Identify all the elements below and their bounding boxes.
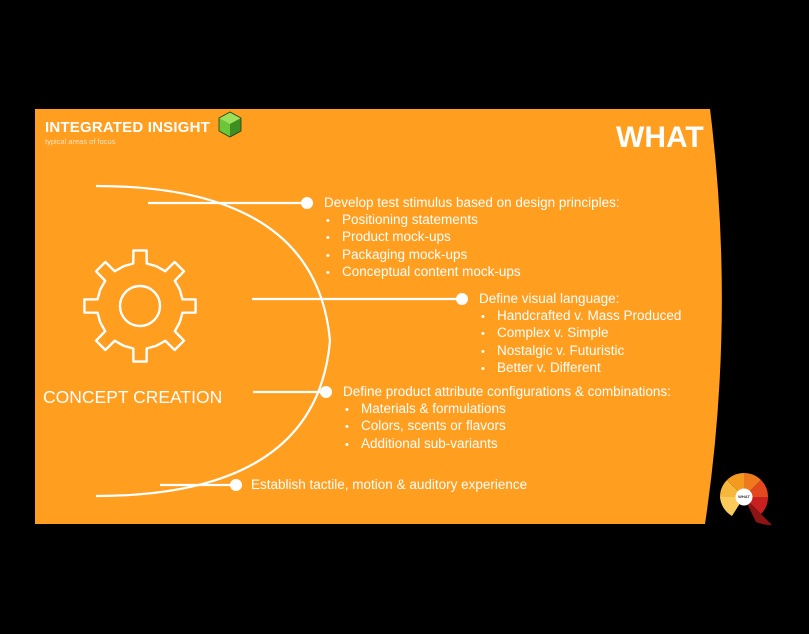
bullet-list: Handcrafted v. Mass Produced Complex v. … <box>479 308 681 378</box>
gear-icon <box>83 249 197 363</box>
focus-item-heading: Develop test stimulus based on design pr… <box>324 195 620 210</box>
focus-item-experience: Establish tactile, motion & auditory exp… <box>251 477 527 494</box>
bullet-item: Handcrafted v. Mass Produced <box>481 308 681 326</box>
bullet-item: Complex v. Simple <box>481 325 681 343</box>
connector-dot-4 <box>230 479 242 491</box>
bullet-list: Positioning statements Product mock-ups … <box>324 212 620 282</box>
focus-item-attributes: Define product attribute configurations … <box>343 384 671 453</box>
connector-dot-3 <box>320 386 332 398</box>
bullet-item: Product mock-ups <box>326 229 620 247</box>
bullet-item: Conceptual content mock-ups <box>326 264 620 282</box>
green-cube-icon <box>218 111 242 138</box>
focus-item-heading: Define product attribute configurations … <box>343 384 671 399</box>
focus-item-heading: Establish tactile, motion & auditory exp… <box>251 477 528 492</box>
slide-title: WHAT <box>616 121 704 154</box>
focus-item-heading: Define visual language: <box>479 291 620 306</box>
connector-dot-1 <box>301 197 313 209</box>
wheel-center-label: WHAT <box>738 494 750 499</box>
brand-title: INTEGRATED INSIGHT <box>45 119 210 136</box>
connectors <box>148 197 468 491</box>
focus-item-stimulus: Develop test stimulus based on design pr… <box>324 195 620 282</box>
bullet-item: Additional sub-variants <box>345 436 671 454</box>
connector-dot-2 <box>456 293 468 305</box>
bullet-list: Materials & formulations Colors, scents … <box>343 401 671 454</box>
segmented-wheel-icon <box>719 472 772 526</box>
focus-item-visual-language: Define visual language: Handcrafted v. M… <box>479 291 681 378</box>
bullet-item: Nostalgic v. Futuristic <box>481 343 681 361</box>
bullet-item: Materials & formulations <box>345 401 671 419</box>
bullet-item: Colors, scents or flavors <box>345 418 671 436</box>
bullet-item: Better v. Different <box>481 360 681 378</box>
bullet-item: Packaging mock-ups <box>326 247 620 265</box>
bullet-item: Positioning statements <box>326 212 620 230</box>
brand-subtitle: typical areas of focus <box>45 137 116 146</box>
hub-arc <box>95 184 332 498</box>
hub-label: CONCEPT CREATION <box>43 387 223 407</box>
